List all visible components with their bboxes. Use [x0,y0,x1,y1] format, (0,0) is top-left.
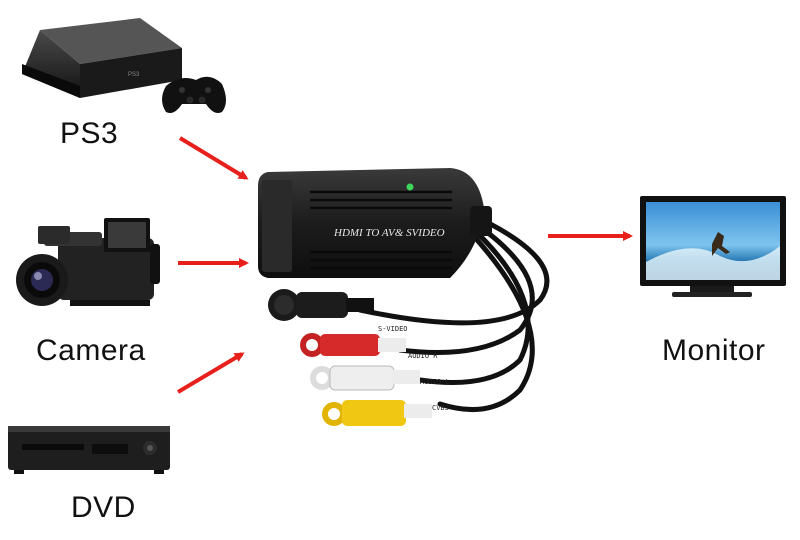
cable-label-audio-l: AUDIO L [420,378,450,386]
audio-r-connector-icon [300,333,406,357]
source-label-camera: Camera [36,334,146,367]
arrow-ps3-to-converter [178,136,249,180]
camcorder-icon [16,218,160,306]
dvd-player-icon [8,426,170,474]
hdmi-converter-box [258,168,492,278]
power-led-icon [406,183,414,191]
source-label-ps3: PS3 [60,117,119,150]
source-label-dvd: DVD [71,491,136,524]
converter-cables [357,211,550,412]
converter-label: HDMI TO AV& SVIDEO [333,227,445,239]
arrow-dvd-to-converter [176,352,245,394]
signal-arrows [176,136,633,394]
ps3-console-icon: PS3 [22,18,226,113]
cable-label-svideo: S-VIDEO [378,325,408,333]
cvbs-connector-icon [322,400,432,426]
output-label-monitor: Monitor [662,334,766,367]
svg-text:PS3: PS3 [128,72,140,78]
cable-label-cvbs: CVBS [432,404,449,412]
cable-label-audio-r: AUDIO R [408,352,438,360]
audio-l-connector-icon [310,365,420,391]
svideo-connector-icon [268,289,374,321]
monitor-icon [640,196,786,297]
